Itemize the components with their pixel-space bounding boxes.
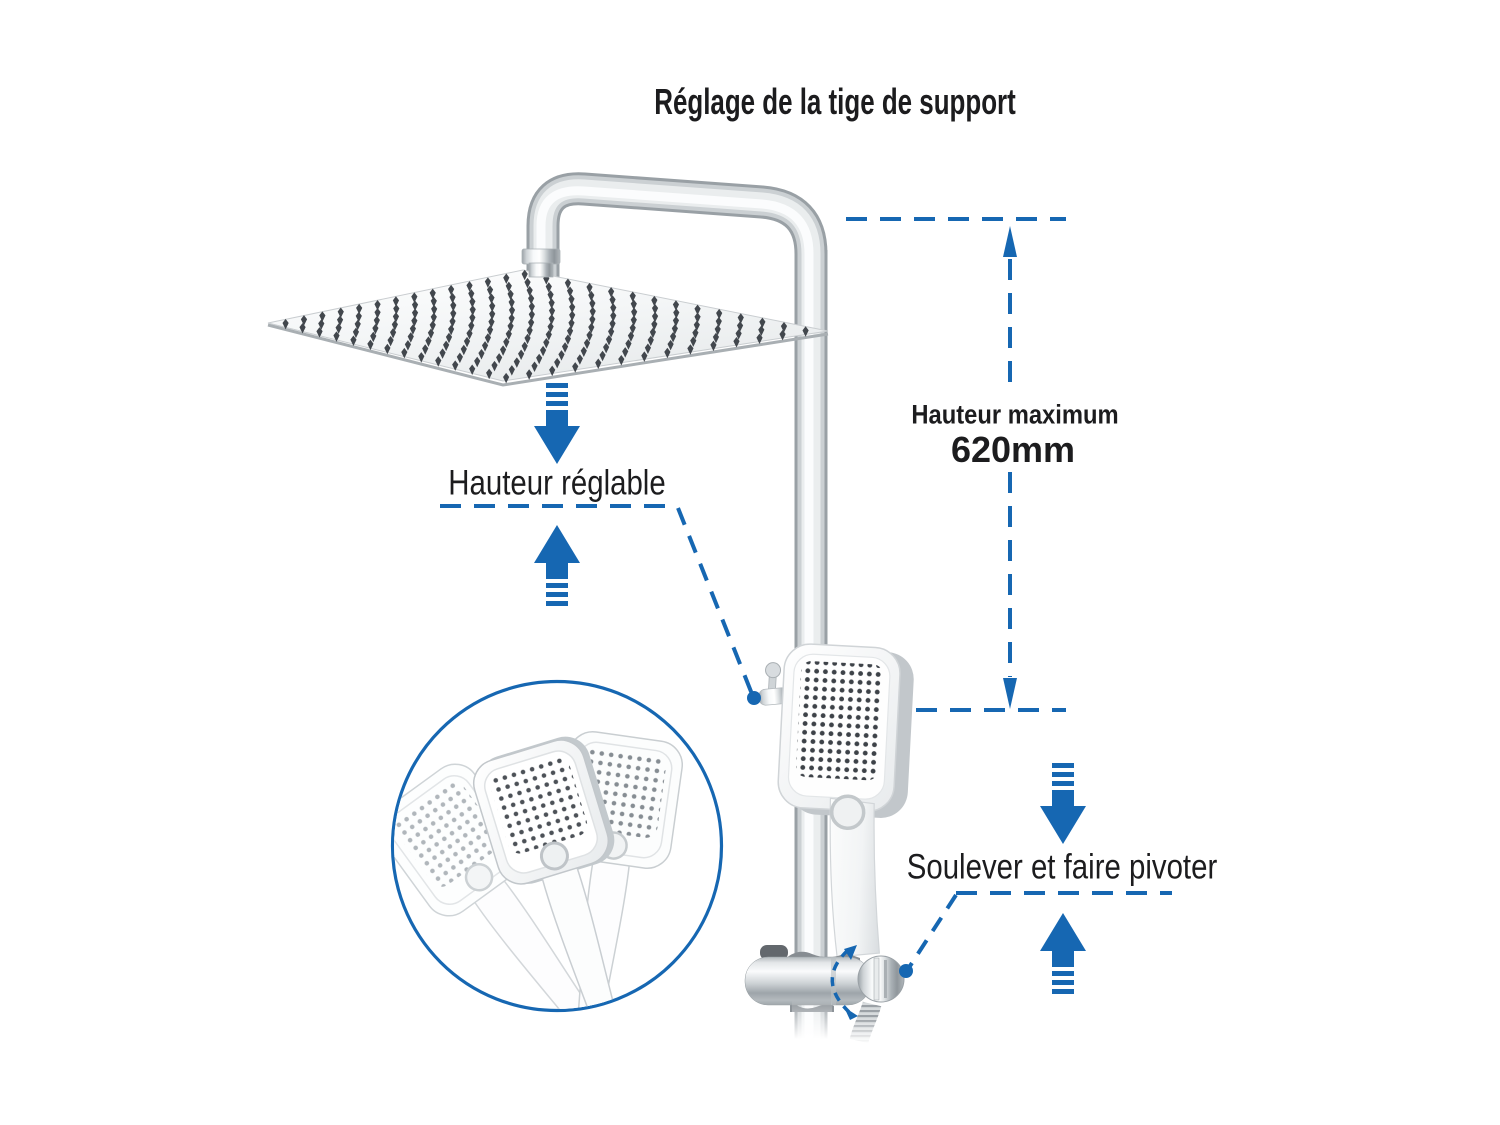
hand-shower-handle xyxy=(829,797,881,958)
annotations xyxy=(440,217,1172,1020)
hand-shower xyxy=(758,643,914,958)
leader-dot xyxy=(747,691,761,705)
lift-rotate-arrow-down xyxy=(1040,763,1086,844)
handle-holder-cup xyxy=(857,955,905,1003)
diverter-knob xyxy=(758,662,794,706)
rotation-inset xyxy=(390,679,724,1013)
inset-circle-border xyxy=(390,679,724,1013)
slider-bracket xyxy=(744,945,905,1012)
leader-dot xyxy=(899,964,913,978)
inset-hand-shower-middle xyxy=(472,736,622,1009)
adjustable-height-label: Hauteur réglable xyxy=(448,463,666,503)
bracket-lock-button xyxy=(760,945,788,960)
shower-arm xyxy=(526,172,828,320)
adjustable-height-arrow-down xyxy=(534,383,580,464)
arm-connector xyxy=(521,248,561,278)
lift-rotate-label: Soulever et faire pivoter xyxy=(906,847,1218,887)
page-title: Réglage de la tige de support xyxy=(654,81,1016,122)
max-height-value: 620mm xyxy=(950,429,1076,470)
max-height-measure-line xyxy=(1003,226,1017,709)
rain-nozzles xyxy=(282,269,809,384)
lift-rotate-leader xyxy=(899,891,1172,978)
mode-button xyxy=(829,794,866,831)
adjustable-height-arrow-up xyxy=(534,525,580,606)
max-height-label: Hauteur maximum xyxy=(911,399,1119,430)
hand-shower-nozzles xyxy=(796,661,883,781)
adjustable-height-leader xyxy=(440,504,761,705)
rotation-arc xyxy=(830,945,858,1020)
rain-shower-head xyxy=(267,269,829,387)
inset-hand-shower-left xyxy=(394,763,601,1009)
lift-rotate-arrow-up xyxy=(1040,913,1086,994)
